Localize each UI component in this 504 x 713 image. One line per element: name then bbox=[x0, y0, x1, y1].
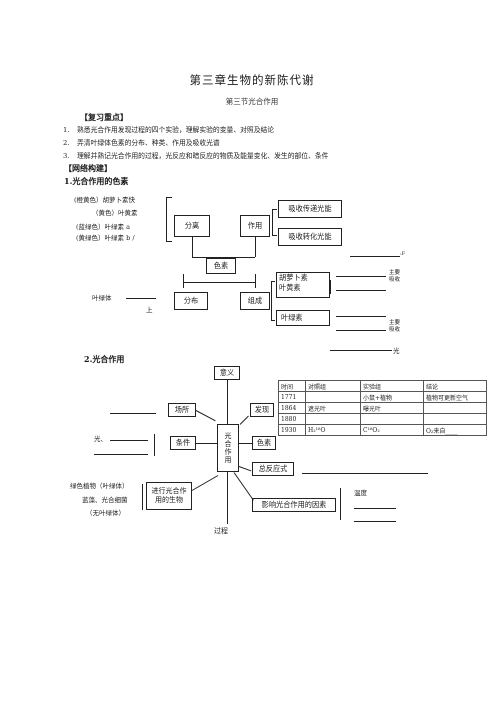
discovery-box: 发现 bbox=[250, 403, 274, 417]
section-pigments-heading: 1.光合作用的色素 bbox=[64, 176, 129, 186]
temperature-label: 温度 bbox=[354, 489, 367, 497]
absorb-convert-box: 吸收转化光能 bbox=[278, 228, 342, 246]
page-title: 第三章生物的新陈代谢 bbox=[189, 73, 315, 87]
review-item-1: 1.熟悉光合作用发现过程的四个实验，理解实验的变量、对照及结论 bbox=[63, 126, 275, 134]
table-cell: 1880 bbox=[278, 413, 306, 425]
composition-box: 组成 bbox=[240, 292, 270, 310]
chloroplast-label: 叶绿体 bbox=[92, 294, 112, 302]
table-row: 1771 小鼠+植物 植物可更新空气 bbox=[278, 391, 487, 403]
table-row: 1930 H₂¹⁸O C¹⁸O₂ O₂来自____ bbox=[278, 424, 487, 436]
main-absorb-label-1: 主要 吸收 bbox=[389, 270, 401, 283]
chlorophyll-box: 叶绿素 bbox=[276, 310, 330, 326]
page-subtitle: 第三节光合作用 bbox=[225, 97, 279, 106]
light-label: 光 bbox=[393, 347, 400, 355]
table-cell bbox=[360, 413, 424, 425]
table-header-cell: 对照组 bbox=[305, 380, 361, 392]
organisms-box: 进行光合作 用的生物 bbox=[146, 482, 192, 510]
table-cell: 小鼠+植物 bbox=[360, 391, 424, 403]
carotene-label: 胡萝卜素 bbox=[279, 273, 308, 282]
carotenoid-answer-blank bbox=[350, 256, 400, 257]
site-blank bbox=[110, 413, 156, 414]
table-header-row: 时间 对照组 实验组 结论 bbox=[278, 380, 487, 392]
distribution-box: 分布 bbox=[174, 292, 208, 310]
carotenoid-box: 胡萝卜素 叶黄素 bbox=[276, 272, 330, 298]
factor-blank-1 bbox=[354, 508, 396, 509]
no-chloroplast-label: （无叶绿体） bbox=[86, 509, 125, 517]
main-absorb-label-2: 主要 吸收 bbox=[389, 320, 401, 333]
table-row: 1880 bbox=[278, 413, 487, 425]
table-cell: 植物可更新空气 bbox=[423, 391, 487, 403]
bacteria-label: 蓝藻、光合细菌 bbox=[82, 496, 128, 504]
pigment-xanthophyll: （黄色）叶黄素 bbox=[92, 209, 138, 217]
table-header-cell: 时间 bbox=[278, 380, 306, 392]
table-cell bbox=[423, 402, 487, 414]
table-cell: O₂来自____ bbox=[423, 424, 487, 436]
conditions-box: 条件 bbox=[170, 436, 196, 450]
separation-box: 分离 bbox=[174, 215, 210, 237]
table-header-cell: 实验组 bbox=[360, 380, 424, 392]
function-box: 作用 bbox=[240, 215, 270, 237]
pigment-chlorophyll-b: (黄绿色）叶绿素 b / bbox=[76, 234, 135, 242]
light-prefix-label: 光、 bbox=[94, 435, 107, 443]
section-photosynthesis-heading: 2.光合作用 bbox=[84, 354, 125, 364]
table-cell: 遮光叶 bbox=[305, 402, 361, 414]
table-cell bbox=[305, 413, 361, 425]
table-cell: 1771 bbox=[278, 391, 306, 403]
chloroplast-blank bbox=[126, 298, 156, 299]
xanthophyll-label: 叶黄素 bbox=[279, 283, 301, 292]
table-cell bbox=[305, 391, 361, 403]
total-reaction-box: 总反应式 bbox=[252, 462, 294, 476]
total-reaction-blank bbox=[302, 473, 428, 474]
table-cell: H₂¹⁸O bbox=[305, 424, 361, 436]
condition-blank-1 bbox=[110, 440, 148, 441]
on-label: 上 bbox=[146, 306, 153, 314]
table-cell: C¹⁸O₂ bbox=[360, 424, 424, 436]
table-cell: 曝光叶 bbox=[360, 402, 424, 414]
pigment-list-bracket bbox=[166, 197, 167, 242]
green-plants-label: 绿色植物（叶绿体） bbox=[70, 482, 129, 490]
absorb-transfer-box: 吸收传递光能 bbox=[278, 200, 342, 218]
table-cell bbox=[423, 413, 487, 425]
site-box: 场所 bbox=[168, 403, 196, 417]
center-label: 光合作用 bbox=[224, 432, 232, 464]
photosynthesis-center-box: 光合作用 bbox=[217, 424, 239, 472]
review-heading: 【复习重点】 bbox=[80, 112, 128, 122]
condition-blank-2 bbox=[94, 454, 148, 455]
table-cell: 1930 bbox=[278, 424, 306, 436]
review-item-3: 3.理解并熟记光合作用的过程，光反应和暗反应的物质及能量变化、发生的部位、条件 bbox=[63, 152, 329, 160]
discovery-history-table: 时间 对照组 实验组 结论 1771 小鼠+植物 植物可更新空气 1864 遮光… bbox=[278, 380, 487, 436]
significance-box: 意义 bbox=[214, 366, 240, 380]
table-cell: 1864 bbox=[278, 402, 306, 414]
factor-blank-2 bbox=[354, 521, 396, 522]
pigment-box: 色素 bbox=[206, 258, 236, 274]
pigment-carotene: (橙黄色）胡萝卜素快 bbox=[74, 196, 136, 204]
pigment-chlorophyll-a: (蓝绿色）叶绿素 a bbox=[76, 223, 130, 231]
network-heading: 【网络构建】 bbox=[64, 163, 112, 173]
chlorophyll-answer-blank bbox=[330, 350, 392, 351]
pigment2-box: 色素 bbox=[252, 436, 276, 450]
review-item-2: 2.弄清叶绿体色素的分布、种类、作用及吸收光谱 bbox=[63, 139, 220, 147]
factors-box: 影响光合作用的因素 bbox=[252, 498, 336, 512]
process-label: 过程 bbox=[214, 527, 228, 535]
table-header-cell: 结论 bbox=[423, 380, 487, 392]
table-row: 1864 遮光叶 曝光叶 bbox=[278, 402, 487, 414]
